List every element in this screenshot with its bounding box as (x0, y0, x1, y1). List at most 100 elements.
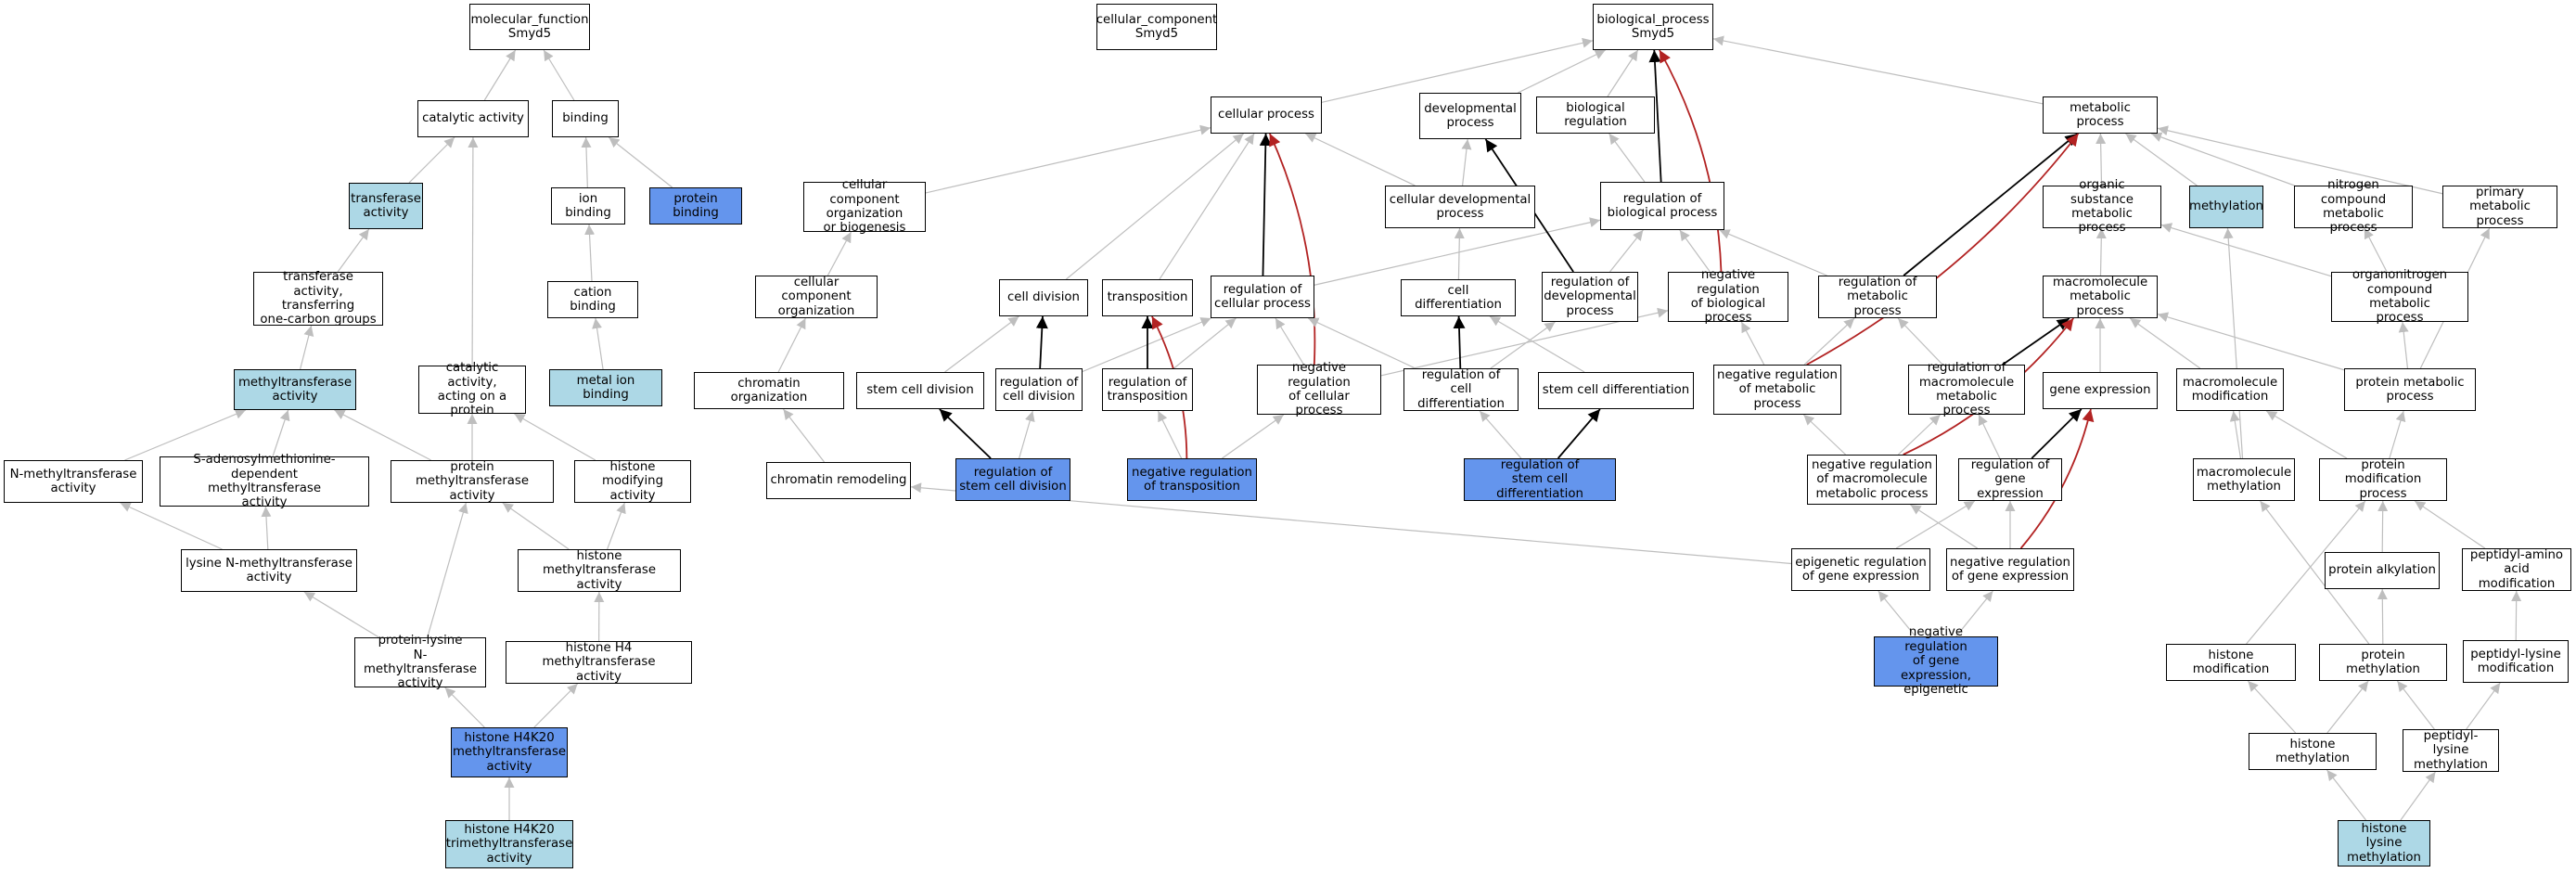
edge-methyltransferase-to-transfer1c (300, 325, 314, 370)
node-catprotein[interactable]: catalytic activity, acting on a protein (418, 361, 526, 417)
node-ccorg2[interactable]: cellular component organization (755, 276, 878, 318)
node-peptlysmod[interactable]: peptidyl-lysine modification (2463, 640, 2569, 683)
node-regcelldiv[interactable]: regulation of cell division (995, 368, 1083, 411)
node-h4methyl[interactable]: histone H4 methyltransferase activity (506, 641, 692, 684)
node-metalion[interactable]: metal ion binding (549, 369, 662, 406)
node-cc[interactable]: cellular_component Smyd5 (1096, 4, 1217, 50)
node-ccorg[interactable]: cellular component organization or bioge… (803, 178, 926, 235)
edge-negregepi-to-epireg (1878, 590, 1916, 637)
edge-cellproc-to-bp (1321, 37, 1594, 103)
node-lysnmethyl[interactable]: lysine N-methyltransferase activity (181, 549, 357, 592)
node-mf[interactable]: molecular_function Smyd5 (469, 4, 590, 50)
node-catalytic[interactable]: catalytic activity (417, 100, 529, 137)
edge-regtransp-to-regcell (1173, 317, 1237, 369)
node-negregmacro[interactable]: negative regulation of macromolecule met… (1807, 455, 1937, 505)
edge-h4k20-to-h4methyl (533, 683, 579, 728)
node-nitrogen[interactable]: nitrogen compound metabolic process (2294, 178, 2413, 235)
node-protlysnmethyl[interactable]: protein-lysine N-methyltransferase activ… (354, 634, 486, 690)
edge-nitrogen-to-metaproc (2150, 132, 2295, 186)
node-protalkyl[interactable]: protein alkylation (2325, 552, 2440, 589)
node-stemdiff[interactable]: stem cell differentiation (1538, 372, 1694, 409)
node-stemdiv[interactable]: stem cell division (856, 372, 984, 409)
node-regcelldiff[interactable]: regulation of cell differentiation (1403, 368, 1519, 411)
node-primary[interactable]: primary metabolic process (2442, 186, 2557, 228)
edge-devproc-to-bp (1518, 49, 1606, 94)
node-nmethyl[interactable]: N-methyltransferase activity (4, 460, 143, 503)
node-protmethyl[interactable]: protein methyltransferase activity (391, 460, 554, 503)
edge-negregmeta-to-metaproc (1806, 133, 2080, 366)
node-negregbio[interactable]: negative regulation of biological proces… (1668, 268, 1788, 325)
node-celldiv[interactable]: cell division (999, 279, 1088, 316)
node-regstemdiv[interactable]: regulation of stem cell division (955, 458, 1070, 501)
node-chromremod[interactable]: chromatin remodeling (766, 462, 911, 499)
node-histmethylact[interactable]: histone methyltransferase activity (518, 549, 681, 592)
node-bioreg[interactable]: biological regulation (1536, 96, 1655, 134)
node-transposition[interactable]: transposition (1102, 279, 1193, 316)
node-transferase[interactable]: transferase activity (349, 183, 423, 229)
edge-negregcell-to-cellproc (1269, 133, 1316, 366)
node-cellproc[interactable]: cellular process (1211, 96, 1322, 134)
node-macromod[interactable]: macromolecule modification (2176, 368, 2284, 411)
node-h4k20tri[interactable]: histone H4K20 trimethyltransferase activ… (445, 820, 573, 868)
node-geneexpr[interactable]: gene expression (2043, 372, 2158, 409)
node-bp[interactable]: biological_process Smyd5 (1593, 4, 1713, 50)
node-binding[interactable]: binding (552, 100, 619, 137)
node-organonitro[interactable]: organonitrogen compound metabolic proces… (2331, 268, 2468, 325)
node-regbio[interactable]: regulation of biological process (1600, 182, 1724, 230)
edge-chromremod-to-chromorg (782, 408, 826, 463)
node-transfer1c[interactable]: transferase activity, transferring one-c… (253, 270, 383, 327)
edge-regcell-to-regbio (1314, 217, 1601, 286)
node-regmacro[interactable]: regulation of macromolecule metabolic pr… (1908, 361, 2025, 417)
edge-protmodproc-to-macromod (2265, 410, 2348, 459)
edge-celldev-to-devproc (1461, 138, 1472, 186)
edge-peptlysmethyl-to-protmethylproc (2396, 680, 2435, 730)
node-metaproc[interactable]: metabolic process (2043, 96, 2158, 134)
node-celldev[interactable]: cellular developmental process (1385, 186, 1535, 228)
node-macromethyl[interactable]: macromolecule methylation (2193, 458, 2295, 501)
edge-proteinbinding-to-binding (608, 136, 673, 188)
node-protmethylproc[interactable]: protein methylation (2319, 644, 2447, 681)
node-histmethylproc[interactable]: histone methylation (2249, 733, 2377, 770)
node-negregepi[interactable]: negative regulation of gene expression, … (1874, 625, 1998, 697)
node-reggeneexpr[interactable]: regulation of gene expression (1958, 458, 2062, 501)
node-methyltransferase[interactable]: methyltransferase activity (234, 369, 356, 410)
node-regmeta[interactable]: regulation of metabolic process (1818, 276, 1937, 318)
node-negregcell[interactable]: negative regulation of cellular process (1257, 361, 1381, 417)
node-macromol[interactable]: macromolecule metabolic process (2043, 276, 2158, 318)
edge-protmeta-to-macromol (2157, 312, 2345, 371)
edge-bioreg-to-bp (1607, 49, 1639, 97)
node-negregtransp[interactable]: negative regulation of transposition (1127, 458, 1257, 501)
node-protmodproc[interactable]: protein modification process (2319, 458, 2447, 501)
edge-negregmeta-to-regmeta (1803, 317, 1855, 366)
node-regtransp[interactable]: regulation of transposition (1102, 368, 1193, 411)
node-proteinbinding[interactable]: protein binding (649, 187, 742, 225)
node-negregmeta[interactable]: negative regulation of metabolic process (1713, 365, 1841, 415)
node-regcell[interactable]: regulation of cellular process (1211, 276, 1314, 318)
node-histmod[interactable]: histone modification (2166, 644, 2296, 681)
node-celldiff[interactable]: cell differentiation (1401, 279, 1516, 316)
node-negreggene[interactable]: negative regulation of gene expression (1946, 548, 2074, 591)
node-peptaa[interactable]: peptidyl-amino acid modification (2462, 548, 2571, 591)
node-chromorg[interactable]: chromatin organization (694, 372, 844, 409)
node-methylation[interactable]: methylation (2189, 186, 2263, 228)
node-sam[interactable]: S-adenosylmethionine-dependent methyltra… (160, 453, 369, 509)
node-ionbinding[interactable]: ion binding (551, 187, 625, 225)
node-h4k20[interactable]: histone H4K20 methyltransferase activity (451, 727, 568, 777)
node-devproc[interactable]: developmental process (1419, 93, 1521, 139)
edge-peptlysmod-to-peptaa (2511, 590, 2522, 641)
node-cationbinding[interactable]: cation binding (547, 281, 638, 318)
node-histlysmethyl[interactable]: histone lysine methylation (2338, 820, 2430, 867)
edge-regstemdiff-to-stemdiff (1557, 408, 1601, 459)
edge-regcelldiff-to-regcell (1307, 317, 1416, 369)
node-orgsubst[interactable]: organic substance metabolic process (2043, 178, 2161, 235)
edge-regmeta-to-metaproc (1903, 133, 2079, 276)
edge-regbio-to-bioreg (1608, 133, 1646, 183)
node-epireg[interactable]: epigenetic regulation of gene expression (1791, 548, 1930, 591)
node-peptlysmethyl[interactable]: peptidyl-lysine methylation (2403, 729, 2499, 772)
node-regstemdiff[interactable]: regulation of stem cell differentiation (1464, 458, 1616, 501)
node-protmeta[interactable]: protein metabolic process (2344, 368, 2476, 411)
edge-cationbinding-to-ionbinding (584, 224, 596, 282)
edge-organonitro-to-orgsubst (2160, 223, 2332, 277)
node-regdev[interactable]: regulation of developmental process (1542, 272, 1638, 322)
node-histmodact[interactable]: histone modifying activity (574, 460, 691, 503)
